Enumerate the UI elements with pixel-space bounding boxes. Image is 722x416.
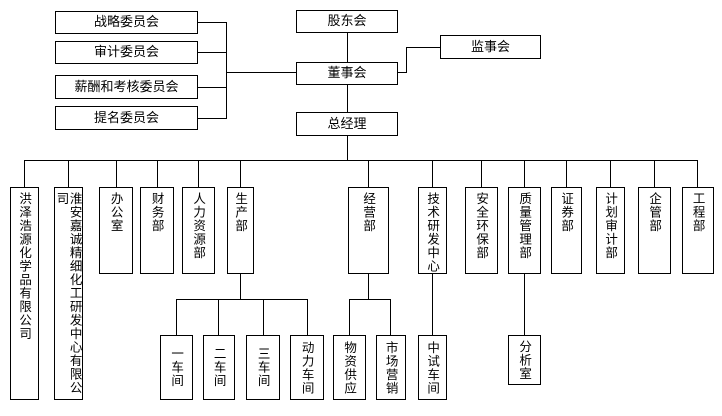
sales-unit-label: 物资供应 (342, 340, 358, 395)
connector (432, 274, 433, 335)
connector (654, 160, 655, 187)
department-box: 经营部 (348, 187, 389, 274)
connector (198, 118, 226, 119)
connector (218, 299, 219, 335)
connector (524, 274, 525, 335)
connector (198, 52, 226, 53)
department-label: 淮安嘉诚精细化工研发中心有限公司 (54, 192, 83, 395)
workshop-label: 动力车间 (299, 340, 315, 395)
department-label: 工程部 (690, 192, 706, 233)
board-box: 董事会 (296, 62, 398, 85)
connector (347, 85, 348, 112)
department-label: 质量管理部 (517, 192, 533, 260)
workshop-label: 一车间 (169, 347, 185, 388)
connector (349, 299, 390, 300)
connector (198, 87, 226, 88)
quality-unit-box: 分析室 (508, 335, 541, 385)
department-box: 淮安嘉诚精细化工研发中心有限公司 (54, 187, 83, 400)
department-box: 生产部 (227, 187, 254, 274)
department-label: 生产部 (233, 192, 249, 233)
connector (240, 160, 241, 187)
workshop-box: 动力车间 (290, 335, 324, 400)
department-box: 证券部 (551, 187, 582, 274)
sales-unit-box: 市场营销 (376, 335, 406, 400)
connector (406, 47, 440, 48)
department-box: 洪泽浩源化学品有限公司 (10, 187, 39, 400)
connector (406, 47, 407, 73)
department-label: 财务部 (149, 192, 165, 233)
connector (226, 22, 227, 119)
department-box: 安全环保部 (465, 187, 498, 274)
connector (226, 72, 296, 73)
connector (566, 160, 567, 187)
sales-unit-label: 市场营销 (383, 340, 399, 395)
connector (481, 160, 482, 187)
department-label: 洪泽浩源化学品有限公司 (17, 192, 33, 341)
connector (398, 72, 406, 73)
department-label: 企管部 (647, 192, 663, 233)
workshop-label: 三车间 (255, 347, 271, 388)
committee-box: 提名委员会 (55, 106, 198, 130)
connector (116, 160, 117, 187)
department-box: 人力资源部 (182, 187, 215, 274)
rd-unit-label: 中试车间 (425, 340, 441, 395)
connector (198, 160, 199, 187)
connector (176, 299, 307, 300)
department-box: 企管部 (638, 187, 671, 274)
workshop-box: 二车间 (203, 335, 235, 400)
general-manager-box: 总经理 (296, 112, 398, 136)
connector (347, 33, 348, 62)
department-label: 安全环保部 (474, 192, 490, 260)
connector (347, 136, 348, 160)
connector (263, 299, 264, 335)
connector (68, 160, 69, 187)
department-box: 质量管理部 (508, 187, 541, 274)
committee-box: 审计委员会 (55, 41, 198, 64)
department-box: 财务部 (140, 187, 174, 274)
committee-box: 战略委员会 (55, 11, 198, 34)
department-label: 人力资源部 (191, 192, 207, 260)
connector (198, 22, 226, 23)
department-box: 办公室 (99, 187, 133, 274)
department-box: 工程部 (682, 187, 714, 274)
connector (24, 160, 697, 161)
connector (240, 274, 241, 299)
connector (432, 160, 433, 187)
connector (157, 160, 158, 187)
workshop-box: 三车间 (246, 335, 280, 400)
committee-box: 薪酬和考核委员会 (55, 75, 198, 99)
supervisors-box: 监事会 (440, 35, 541, 59)
connector (390, 299, 391, 335)
department-label: 计划审计部 (603, 192, 619, 260)
connector (368, 160, 369, 187)
workshop-label: 二车间 (211, 347, 227, 388)
department-label: 证券部 (559, 192, 575, 233)
workshop-box: 一车间 (160, 335, 193, 400)
quality-unit-label: 分析室 (517, 339, 533, 381)
department-box: 技术研发中心 (418, 187, 447, 274)
department-label: 办公室 (108, 192, 124, 233)
department-label: 技术研发中心 (425, 192, 441, 273)
connector (307, 299, 308, 335)
rd-unit-box: 中试车间 (418, 335, 447, 400)
connector (24, 160, 25, 187)
sales-unit-box: 物资供应 (333, 335, 366, 400)
connector (697, 160, 698, 187)
department-label: 经营部 (361, 192, 377, 233)
connector (610, 160, 611, 187)
shareholders-box: 股东会 (296, 10, 398, 33)
connector (368, 274, 369, 299)
connector (349, 299, 350, 335)
connector (176, 299, 177, 335)
connector (524, 160, 525, 187)
department-box: 计划审计部 (596, 187, 625, 274)
